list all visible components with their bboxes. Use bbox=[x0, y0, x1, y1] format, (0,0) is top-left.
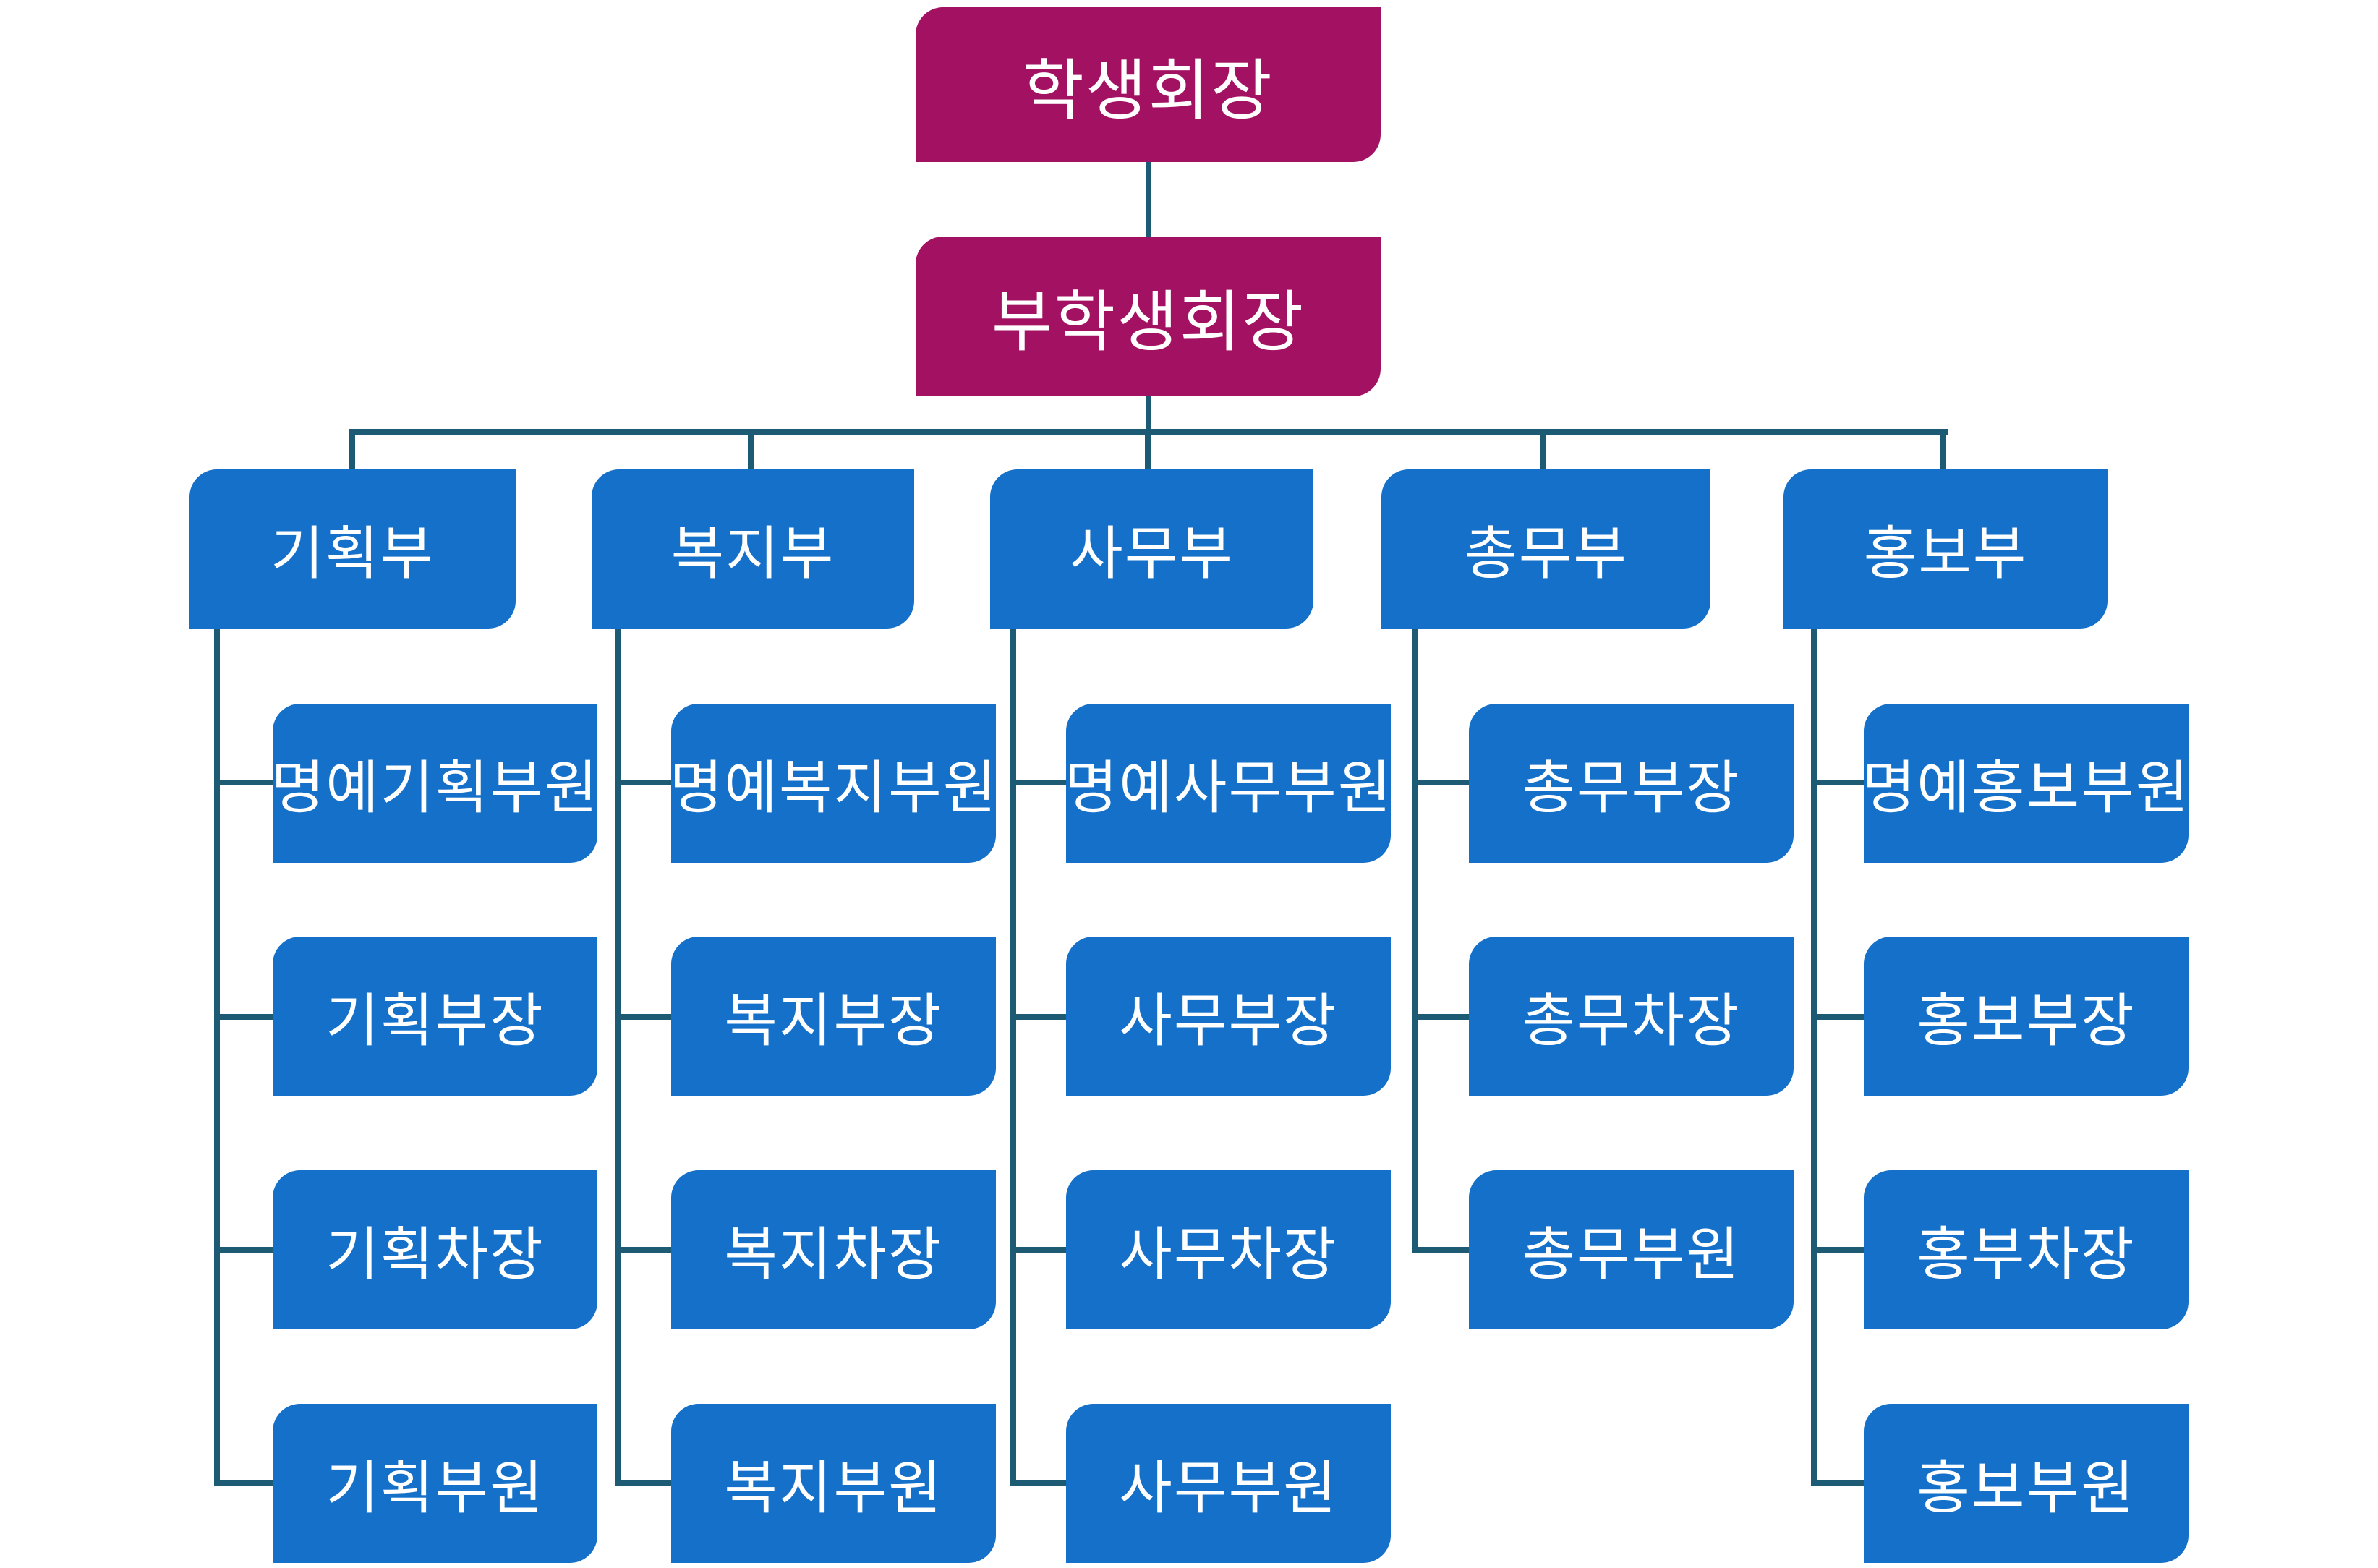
node-label: 홍보부 bbox=[1863, 521, 2028, 586]
node-label: 기획차장 bbox=[325, 1222, 545, 1287]
node-planning-deputy-head: 기획차장 bbox=[273, 1170, 597, 1329]
node-label: 총무부 bbox=[1464, 521, 1628, 586]
node-office-admin-member: 사무부원 bbox=[1066, 1404, 1391, 1563]
node-label: 사무차장 bbox=[1119, 1222, 1338, 1287]
node-pr-deputy-head: 홍부차장 bbox=[1864, 1170, 2189, 1329]
node-label: 명예사무부원 bbox=[1064, 756, 1393, 820]
node-label: 홍보부원 bbox=[1917, 1456, 2136, 1520]
node-label: 홍보부장 bbox=[1917, 989, 2136, 1053]
node-pr-member: 홍보부원 bbox=[1864, 1404, 2189, 1563]
node-planning-head: 기획부장 bbox=[273, 937, 597, 1096]
node-general-affairs-member: 총무부원 bbox=[1469, 1170, 1794, 1329]
node-general-affairs-head: 총무부장 bbox=[1469, 704, 1794, 863]
node-dept-welfare: 복지부 bbox=[592, 469, 914, 629]
node-label: 홍부차장 bbox=[1917, 1222, 2136, 1287]
node-label: 명예복지부원 bbox=[669, 756, 998, 820]
node-welfare-deputy-head: 복지차장 bbox=[671, 1170, 996, 1329]
node-label: 사무부원 bbox=[1119, 1456, 1338, 1520]
node-pr-head: 홍보부장 bbox=[1864, 937, 2189, 1096]
node-label: 사무부 bbox=[1070, 521, 1234, 586]
node-label: 부학생회장 bbox=[991, 286, 1305, 359]
node-label: 총무차장 bbox=[1522, 989, 1741, 1053]
node-label: 명예기획부원 bbox=[270, 756, 600, 820]
node-label: 복지차장 bbox=[724, 1222, 943, 1287]
node-label: 사무부장 bbox=[1119, 989, 1338, 1053]
node-dept-planning: 기획부 bbox=[189, 469, 516, 629]
node-label: 기획부장 bbox=[325, 989, 545, 1053]
node-welfare-member: 복지부원 bbox=[671, 1404, 996, 1563]
node-welfare-honorary-member: 명예복지부원 bbox=[669, 704, 998, 863]
node-label: 총무부원 bbox=[1522, 1222, 1741, 1287]
node-label: 복지부장 bbox=[724, 989, 943, 1053]
node-dept-office-admin: 사무부 bbox=[990, 469, 1313, 629]
node-vice-president: 부학생회장 bbox=[916, 237, 1381, 396]
node-label: 기획부원 bbox=[325, 1456, 545, 1520]
node-label: 명예홍보부원 bbox=[1862, 756, 2191, 820]
connector-group bbox=[214, 162, 1948, 1486]
node-label: 기획부 bbox=[270, 521, 435, 586]
node-welfare-head: 복지부장 bbox=[671, 937, 996, 1096]
node-label: 복지부 bbox=[670, 521, 835, 586]
node-planning-member: 기획부원 bbox=[273, 1404, 597, 1563]
node-planning-honorary-member: 명예기획부원 bbox=[270, 704, 600, 863]
node-label: 총무부장 bbox=[1522, 756, 1741, 820]
node-label: 학생회장 bbox=[1023, 54, 1274, 128]
node-student-president: 학생회장 bbox=[916, 7, 1381, 162]
node-pr-honorary-member: 명예홍보부원 bbox=[1862, 704, 2191, 863]
node-dept-pr: 홍보부 bbox=[1784, 469, 2108, 629]
node-general-affairs-deputy-head: 총무차장 bbox=[1469, 937, 1794, 1096]
node-office-admin-deputy-head: 사무차장 bbox=[1066, 1170, 1391, 1329]
node-label: 복지부원 bbox=[724, 1456, 943, 1520]
node-dept-general-affairs: 총무부 bbox=[1381, 469, 1710, 629]
node-office-admin-head: 사무부장 bbox=[1066, 937, 1391, 1096]
node-office-admin-honorary-member: 명예사무부원 bbox=[1064, 704, 1393, 863]
